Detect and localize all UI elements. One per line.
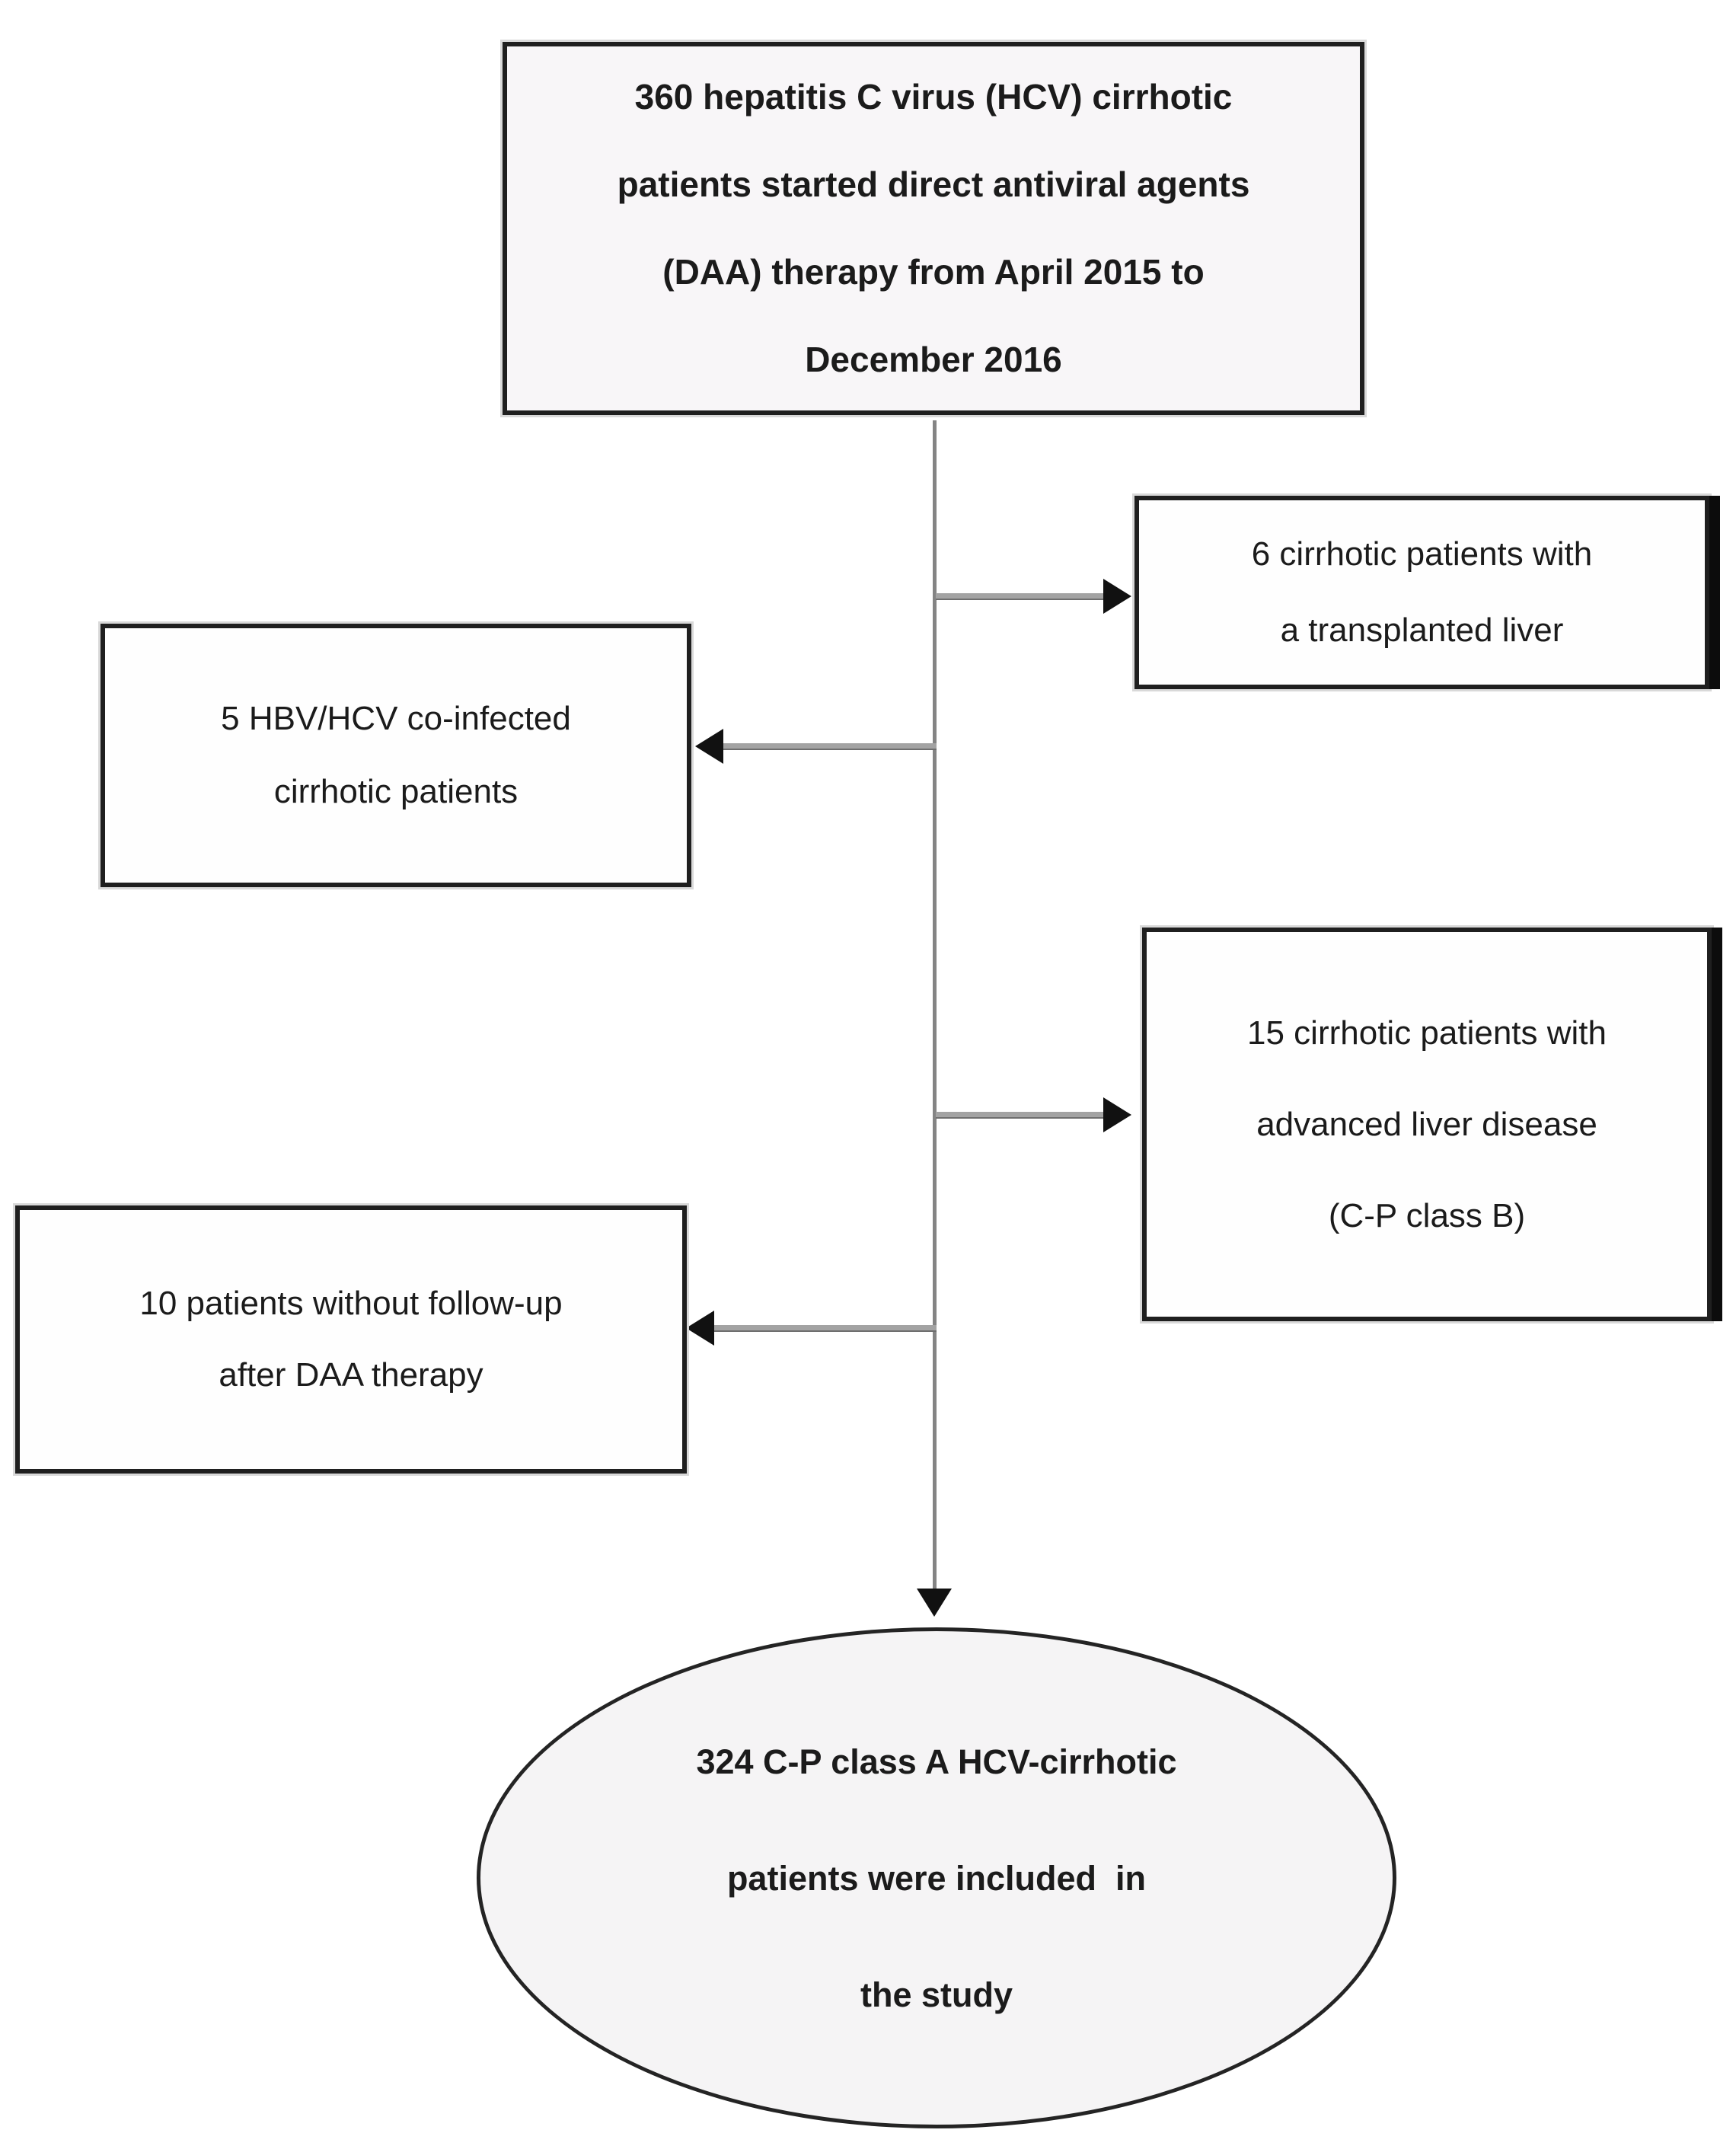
- excluded-coinfected-line: cirrhotic patients: [273, 773, 519, 810]
- included-ellipse-line: patients were included in: [726, 1858, 1147, 1898]
- excluded-no-followup-line: 10 patients without follow-up: [139, 1285, 563, 1322]
- excluded-advanced-line: advanced liver disease: [1256, 1105, 1597, 1143]
- excluded-advanced-disease-box: 15 cirrhotic patients with advanced live…: [1142, 928, 1712, 1321]
- excluded-no-followup-box: 10 patients without follow-up after DAA …: [15, 1205, 687, 1474]
- included-ellipse-line: the study: [860, 1975, 1013, 2014]
- arrowhead-right-advanced-icon: [1103, 1097, 1131, 1132]
- arrowhead-right-transplant-icon: [1103, 579, 1131, 614]
- arrowhead-left-followup-icon: [686, 1311, 714, 1346]
- included-patients-ellipse: 324 C-P class A HCV-cirrhotic patients w…: [477, 1627, 1396, 2128]
- main-flow-line: [933, 420, 937, 1589]
- arrow-shaft-to-transplant-box: [936, 593, 1105, 600]
- excluded-no-followup-line: after DAA therapy: [219, 1356, 483, 1394]
- start-box: 360 hepatitis C virus (HCV) cirrhotic pa…: [503, 42, 1364, 415]
- arrow-shaft-to-coinfected-box: [723, 743, 937, 750]
- arrowhead-down-included-icon: [917, 1589, 952, 1617]
- start-box-line: patients started direct antiviral agents: [617, 164, 1250, 204]
- excluded-coinfected-box: 5 HBV/HCV co-infected cirrhotic patients: [101, 624, 691, 887]
- excluded-coinfected-line: 5 HBV/HCV co-infected: [221, 700, 571, 737]
- excluded-transplant-box: 6 cirrhotic patients with a transplanted…: [1134, 496, 1709, 689]
- arrow-shaft-to-followup-box: [714, 1325, 937, 1332]
- arrowhead-left-coinfected-icon: [695, 729, 723, 764]
- start-box-line: (DAA) therapy from April 2015 to: [662, 252, 1205, 292]
- start-box-line: 360 hepatitis C virus (HCV) cirrhotic: [634, 77, 1233, 117]
- excluded-advanced-line: 15 cirrhotic patients with: [1247, 1014, 1607, 1052]
- included-ellipse-line: 324 C-P class A HCV-cirrhotic: [696, 1742, 1177, 1781]
- start-box-line: December 2016: [805, 340, 1062, 379]
- excluded-transplant-line: 6 cirrhotic patients with: [1251, 535, 1593, 573]
- excluded-transplant-line: a transplanted liver: [1280, 611, 1564, 649]
- arrow-shaft-to-advanced-box: [936, 1112, 1105, 1119]
- excluded-advanced-line: (C-P class B): [1328, 1196, 1526, 1234]
